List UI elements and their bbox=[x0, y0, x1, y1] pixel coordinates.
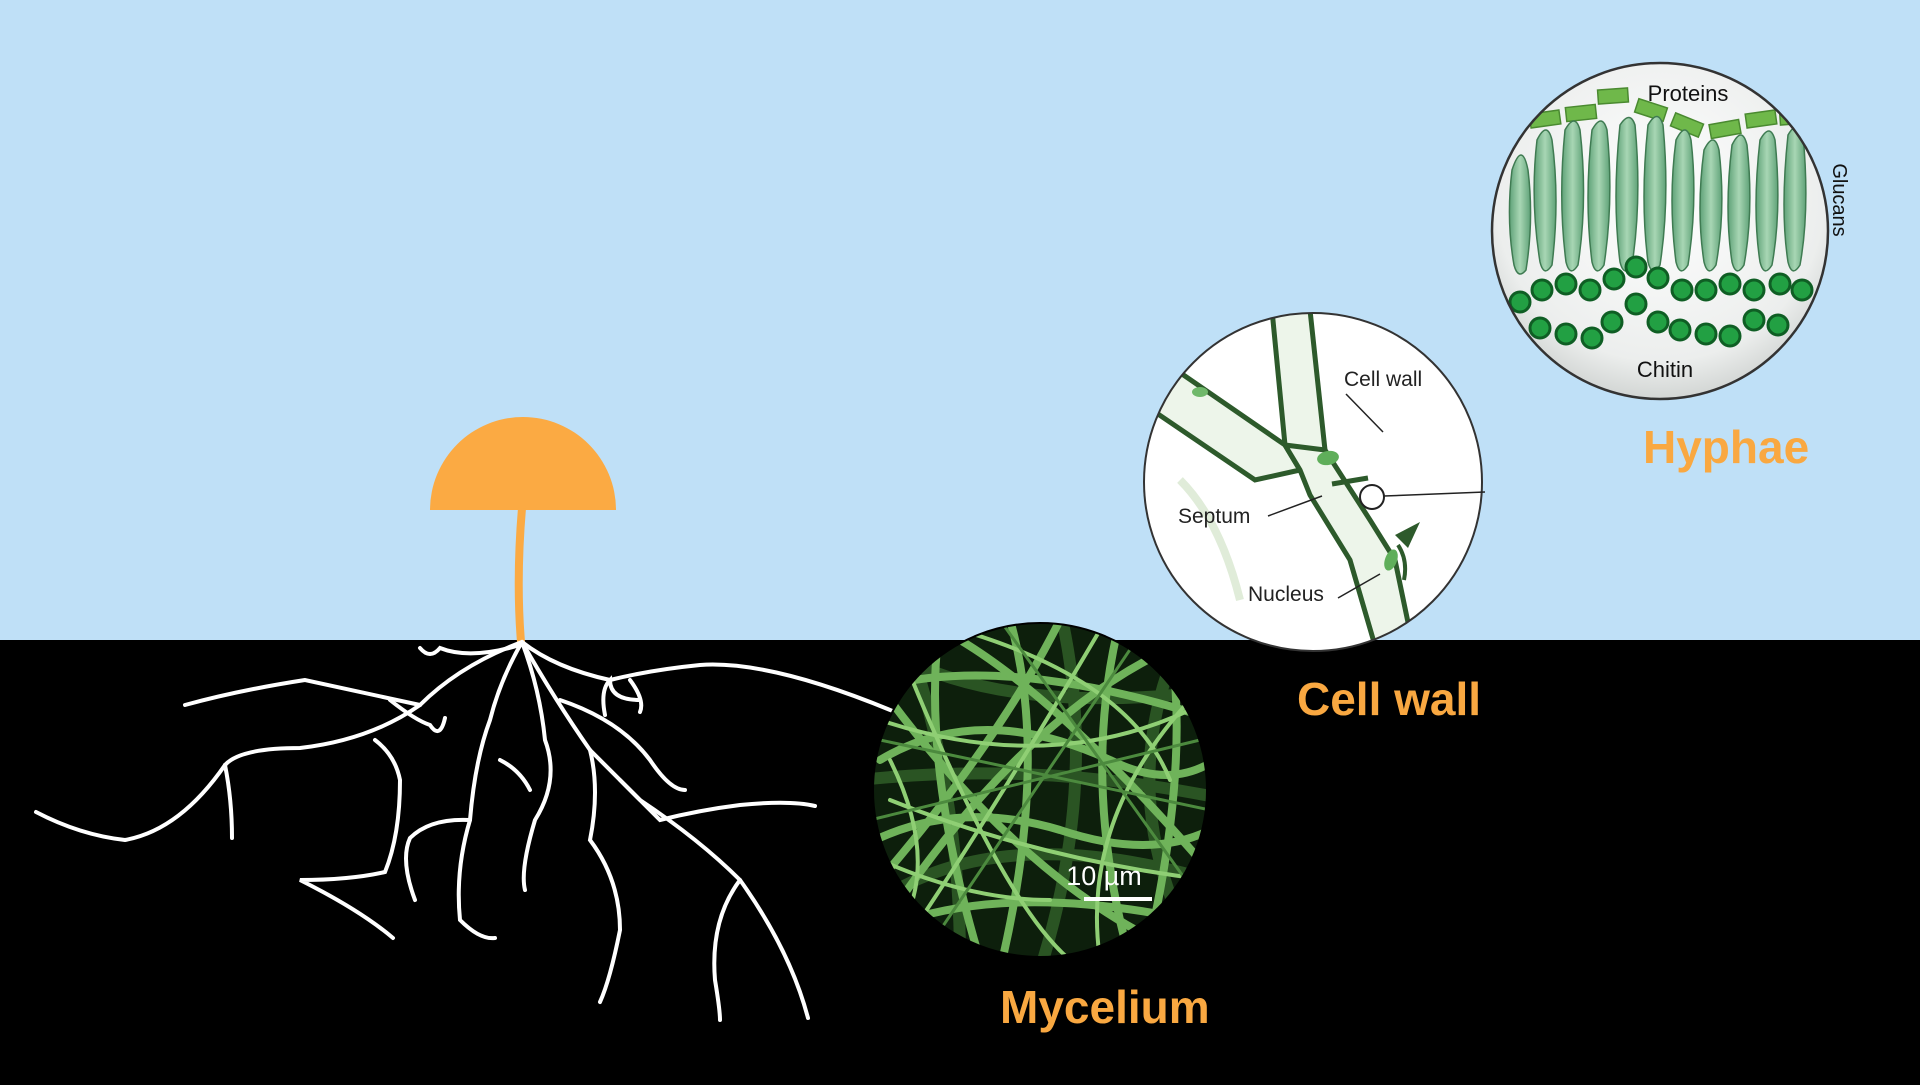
label-mycelium: Mycelium bbox=[1000, 981, 1210, 1033]
callout-cell-wall: Cell wall bbox=[1344, 368, 1422, 391]
glucan-strands bbox=[1508, 115, 1807, 275]
hyphae-inset: Proteins Glucans Chitin bbox=[1490, 61, 1850, 401]
mushroom-stem bbox=[514, 507, 526, 643]
label-hyphae: Hyphae bbox=[1643, 421, 1810, 473]
scale-bar-label: 10 µm bbox=[1066, 861, 1142, 891]
callout-glucans: Glucans bbox=[1828, 163, 1850, 236]
mycelium-strands bbox=[34, 640, 897, 1022]
cell-wall-inset: Cell wall Septum Nucleus bbox=[1143, 312, 1486, 652]
chitin-chain bbox=[1508, 255, 1814, 350]
callout-septum: Septum bbox=[1178, 505, 1250, 528]
callout-nucleus: Nucleus bbox=[1248, 583, 1324, 606]
mushroom bbox=[430, 417, 616, 643]
callout-proteins: Proteins bbox=[1648, 81, 1729, 106]
mushroom-cap bbox=[430, 417, 616, 510]
callout-chitin: Chitin bbox=[1637, 357, 1693, 382]
label-cell-wall: Cell wall bbox=[1297, 673, 1482, 725]
